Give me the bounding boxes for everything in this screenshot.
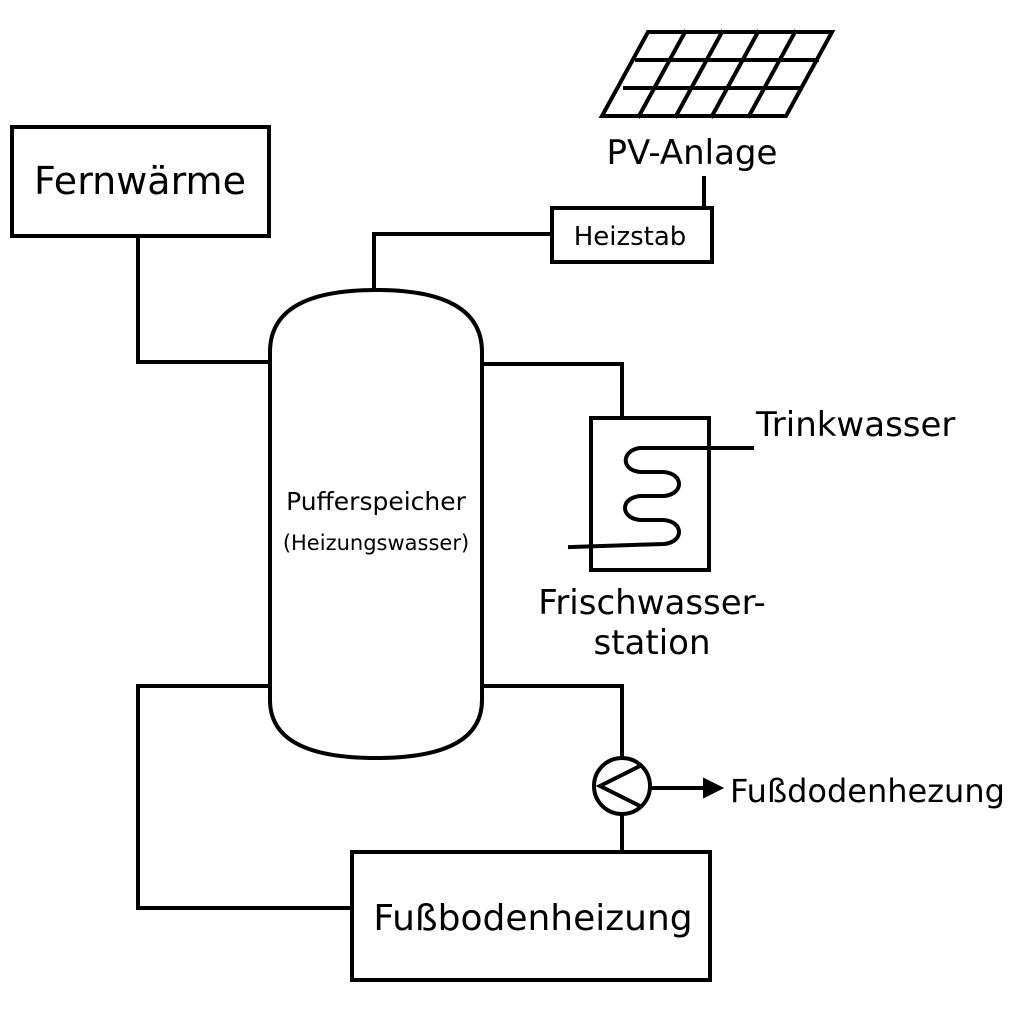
pump-output-arrowhead	[703, 777, 725, 799]
pipe-fernwaerme-to-tank	[136, 234, 272, 364]
heat-exchanger-coil-icon	[567, 446, 754, 550]
pufferspeicher-sublabel: (Heizungswasser)	[283, 531, 469, 555]
frischwasserstation-label-line1: Frischwasser-	[538, 583, 766, 623]
pipe-tank-to-heizstab	[372, 232, 554, 292]
pipe-tank-to-fussbodenheizung-return	[136, 684, 354, 910]
pv-panel-icon	[598, 29, 836, 119]
pufferspeicher-tank	[268, 287, 484, 761]
fernwaerme-label: Fernwärme	[34, 159, 246, 203]
fussbodenheizung-label: Fußbodenheizung	[373, 898, 692, 939]
fernwaerme-box	[10, 125, 271, 238]
heizstab-box	[550, 206, 714, 264]
frischwasserstation-label-line2: station	[593, 623, 710, 663]
pipe-tank-to-pump	[480, 684, 624, 760]
trinkwasser-label: Trinkwasser	[755, 405, 955, 445]
pump-icon	[592, 756, 652, 816]
pump-output-label: Fußdodenhezung	[730, 772, 1005, 810]
fussbodenheizung-box	[350, 850, 712, 982]
heizstab-label: Heizstab	[574, 222, 687, 252]
pufferspeicher-label: Pufferspeicher	[286, 487, 467, 516]
pv-anlage-label: PV-Anlage	[607, 133, 778, 173]
pipe-tank-to-frischwasserstation	[480, 362, 624, 420]
